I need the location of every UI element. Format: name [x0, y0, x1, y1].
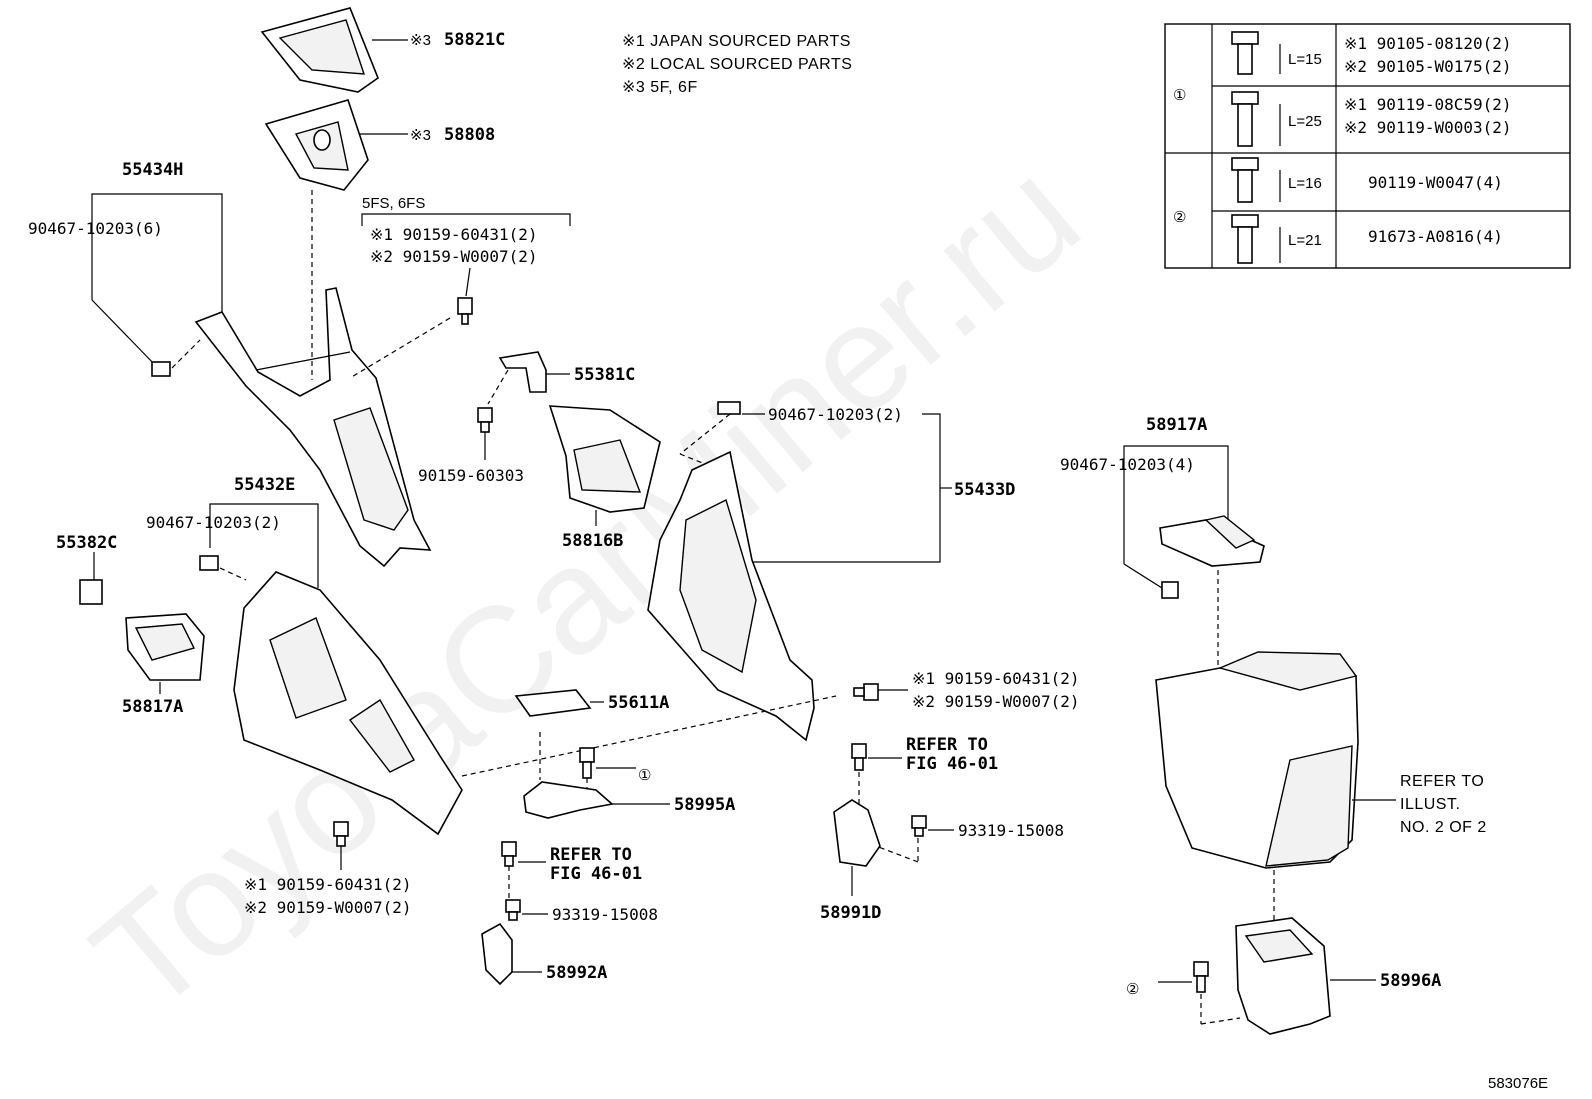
table-row1-part2: ※2 90105-W0175(2) — [1344, 57, 1512, 76]
label-55381c: 55381C — [574, 365, 635, 385]
clip-icon-c — [1161, 581, 1179, 599]
label-58817a: 58817A — [122, 697, 183, 717]
bolt-l21-icon — [1231, 214, 1281, 264]
label-55434h: 55434H — [122, 160, 183, 180]
label-5fs-6fs: 5FS, 6FS — [362, 195, 425, 212]
label-clip-90467-10203-2b: 90467-10203(2) — [146, 513, 281, 532]
part-55611a-drawing — [514, 689, 592, 717]
table-row2-part2: ※2 90119-W0003(2) — [1344, 118, 1512, 137]
label-clip-90467-10203-2a: 90467-10203(2) — [768, 405, 903, 424]
marker-1: ① — [638, 767, 651, 784]
bolt-icon-a — [457, 297, 473, 325]
label-58917a: 58917A — [1146, 415, 1207, 435]
label-bolt-a2: ※2 90159-W0007(2) — [370, 247, 538, 266]
part-58816b-drawing — [548, 405, 661, 513]
label-refer-a1: REFER TO — [550, 845, 632, 865]
note-japan-sourced: ※1 JAPAN SOURCED PARTS — [622, 33, 851, 50]
part-58821c-drawing — [260, 7, 379, 93]
part-55433d-drawing — [647, 450, 815, 742]
part-58817a-drawing — [125, 613, 205, 681]
part-55434h-drawing — [194, 287, 432, 568]
clip-icon-d — [199, 555, 219, 571]
marker-2: ② — [1126, 981, 1139, 998]
table-row4-length: L=21 — [1288, 232, 1322, 249]
clip-icon-b — [717, 401, 741, 415]
label-58808: 58808 — [444, 125, 495, 145]
label-55432e: 55432E — [234, 475, 295, 495]
part-58991d-drawing — [833, 799, 881, 867]
part-58808-drawing — [264, 99, 369, 191]
table-row1-length: L=15 — [1288, 51, 1322, 68]
part-58992a-drawing — [481, 922, 513, 986]
part-55432e-drawing — [233, 571, 463, 836]
part-55382c-drawing — [79, 579, 103, 605]
label-bolt-a1: ※1 90159-60431(2) — [370, 225, 538, 244]
label-clip-90467-10203-6: 90467-10203(6) — [28, 219, 163, 238]
note-local-sourced: ※2 LOCAL SOURCED PARTS — [622, 56, 852, 73]
label-58995a: 58995A — [674, 795, 735, 815]
bolt-l15-icon — [1231, 31, 1281, 75]
bolt-icon-b — [333, 821, 349, 847]
fastener-table: ① ② L=15 L=25 L=16 L=21 ※1 90105-08120(2… — [1164, 23, 1571, 269]
label-refer-illust-2: ILLUST. — [1400, 796, 1460, 813]
label-90159-60303: 90159-60303 — [418, 466, 524, 485]
label-55433d: 55433D — [954, 480, 1015, 500]
table-row3-part1: 90119-W0047(4) — [1368, 173, 1503, 192]
note-5f-6f: ※3 5F, 6F — [622, 79, 698, 96]
bolt-l16-icon — [1231, 157, 1281, 203]
part-58996a-drawing — [1235, 917, 1331, 1035]
table-row2-part1: ※1 90119-08C59(2) — [1344, 95, 1512, 114]
bolt-icon-refer-a — [501, 841, 517, 867]
bolt-l25-icon — [1231, 91, 1281, 147]
label-58992a: 58992A — [546, 963, 607, 983]
table-group1-marker: ① — [1173, 87, 1186, 104]
table-row1-part1: ※1 90105-08120(2) — [1344, 34, 1512, 53]
label-58808-mark: ※3 — [410, 127, 431, 144]
label-bolt-b1: ※1 90159-60431(2) — [244, 875, 412, 894]
bolt-icon-c — [853, 683, 879, 701]
part-58917a-drawing — [1159, 515, 1265, 567]
label-93319-15008-a: 93319-15008 — [552, 905, 658, 924]
label-bolt-b2: ※2 90159-W0007(2) — [244, 898, 412, 917]
label-clip-90467-10203-4: 90467-10203(4) — [1060, 455, 1195, 474]
label-55611a: 55611A — [608, 693, 669, 713]
table-row3-length: L=16 — [1288, 175, 1322, 192]
label-refer-b2: FIG 46-01 — [906, 754, 998, 774]
label-refer-a2: FIG 46-01 — [550, 864, 642, 884]
label-58816b: 58816B — [562, 531, 623, 551]
table-row2-length: L=25 — [1288, 113, 1322, 130]
console-box-drawing — [1155, 651, 1359, 869]
label-refer-illust-1: REFER TO — [1400, 773, 1484, 790]
bolt-icon-90159-60303 — [477, 407, 493, 433]
label-bolt-c2: ※2 90159-W0007(2) — [912, 692, 1080, 711]
bolt-icon-refer-b — [851, 743, 867, 771]
bolt-icon-93319-b — [911, 815, 927, 837]
label-58821c: 58821C — [444, 30, 505, 50]
bolt-icon-93319-a — [505, 899, 521, 921]
table-group2-marker: ② — [1173, 209, 1186, 226]
clip-icon-a — [151, 361, 171, 377]
part-58995a-drawing — [523, 781, 614, 819]
label-bolt-c1: ※1 90159-60431(2) — [912, 669, 1080, 688]
label-58821c-mark: ※3 — [410, 32, 431, 49]
label-58996a: 58996A — [1380, 971, 1441, 991]
figure-id: 583076E — [1488, 1075, 1548, 1092]
table-row4-part1: 91673-A0816(4) — [1368, 227, 1503, 246]
bolt-icon-marker2 — [1193, 961, 1209, 993]
label-refer-illust-3: NO. 2 OF 2 — [1400, 819, 1487, 836]
bolt-icon-marker1 — [579, 747, 595, 779]
label-58991d: 58991D — [820, 903, 881, 923]
part-55381c-drawing — [498, 351, 547, 393]
label-refer-b1: REFER TO — [906, 735, 988, 755]
label-93319-15008-b: 93319-15008 — [958, 821, 1064, 840]
label-55382c: 55382C — [56, 533, 117, 553]
